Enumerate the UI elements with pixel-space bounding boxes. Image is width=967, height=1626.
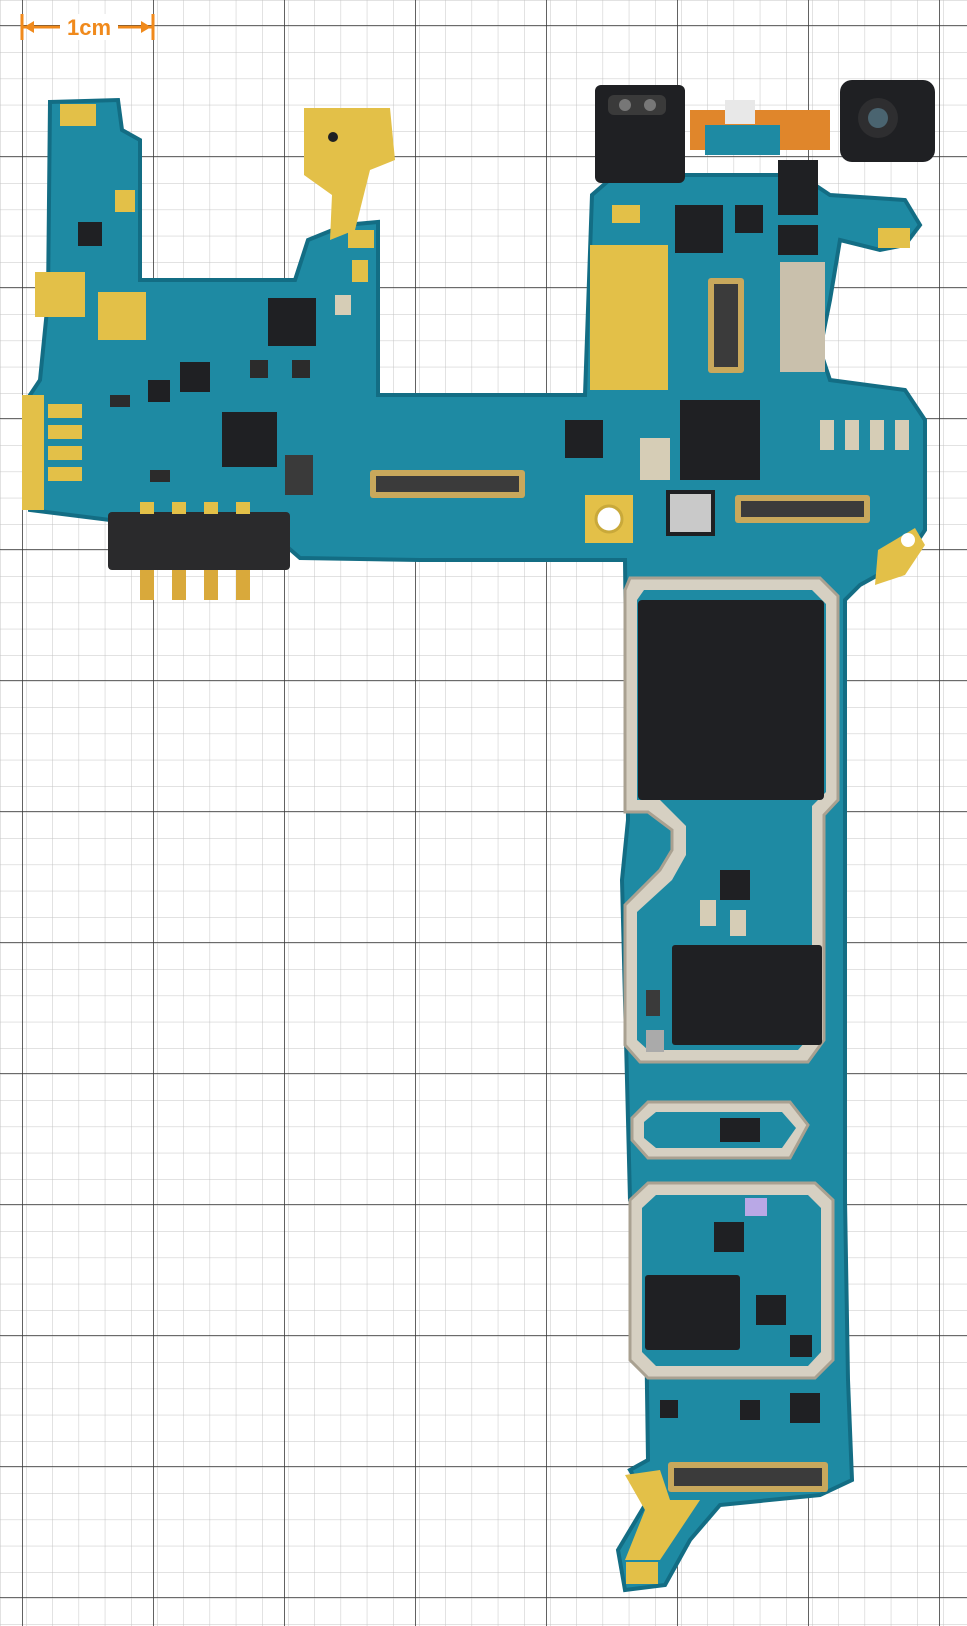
- camera-module: [595, 80, 935, 183]
- component: [646, 990, 660, 1016]
- ruler-arrow-icon: [24, 21, 34, 33]
- crystal: [640, 438, 670, 480]
- gold-pad: [98, 292, 146, 340]
- gold-pad: [115, 190, 135, 212]
- gold-panel: [590, 245, 668, 390]
- gold-pad: [60, 104, 96, 126]
- gold-pad: [35, 272, 85, 317]
- chip: [666, 490, 715, 536]
- gold-pad: [48, 404, 82, 418]
- gold-bracket: [625, 1470, 700, 1560]
- board-connector: [668, 1462, 828, 1492]
- shield-can: [780, 262, 825, 372]
- component: [335, 295, 351, 315]
- scale-bar: 1cm: [20, 14, 155, 40]
- memory-chip: [672, 945, 822, 1045]
- chip: [714, 1222, 744, 1252]
- component: [845, 420, 859, 450]
- board-connector: [735, 495, 870, 523]
- component: [870, 420, 884, 450]
- battery-connector: [108, 502, 290, 600]
- chip: [790, 1335, 812, 1357]
- chip: [735, 205, 763, 233]
- component: [150, 470, 170, 482]
- chip: [756, 1295, 786, 1325]
- chip: [660, 1400, 678, 1418]
- chip: [675, 205, 723, 253]
- gold-pad: [352, 260, 368, 282]
- gold-pad: [48, 467, 82, 481]
- component: [745, 1198, 767, 1216]
- chip: [778, 225, 818, 255]
- gold-pad: [22, 395, 44, 510]
- chip: [720, 1118, 760, 1142]
- gold-pad: [626, 1562, 658, 1584]
- chip: [778, 160, 818, 215]
- chip: [680, 400, 760, 480]
- chip: [720, 870, 750, 900]
- component: [820, 420, 834, 450]
- soc-chip: [638, 600, 824, 800]
- chip: [222, 412, 277, 467]
- component: [292, 360, 310, 378]
- ruler-arrow-icon: [141, 21, 151, 33]
- board-connector: [708, 278, 744, 373]
- gold-pad: [48, 446, 82, 460]
- chip: [180, 362, 210, 392]
- chip: [285, 455, 313, 495]
- gold-pad: [612, 205, 640, 223]
- tab-hole: [328, 132, 338, 142]
- component: [700, 900, 716, 926]
- chip: [148, 380, 170, 402]
- gold-pad: [48, 425, 82, 439]
- gold-tab: [304, 108, 395, 240]
- board-connector: [370, 470, 525, 498]
- component: [646, 1030, 664, 1052]
- gold-pad: [348, 230, 374, 248]
- chip: [740, 1400, 760, 1420]
- chip: [565, 420, 603, 458]
- component: [895, 420, 909, 450]
- scale-bar-label: 1cm: [67, 15, 111, 40]
- mount-hole: [594, 504, 624, 534]
- gold-pad: [878, 228, 910, 248]
- component: [250, 360, 268, 378]
- component: [730, 910, 746, 936]
- chip: [268, 298, 316, 346]
- pmic-chip: [645, 1275, 740, 1350]
- component: [110, 395, 130, 407]
- chip: [78, 222, 102, 246]
- chip: [790, 1393, 820, 1423]
